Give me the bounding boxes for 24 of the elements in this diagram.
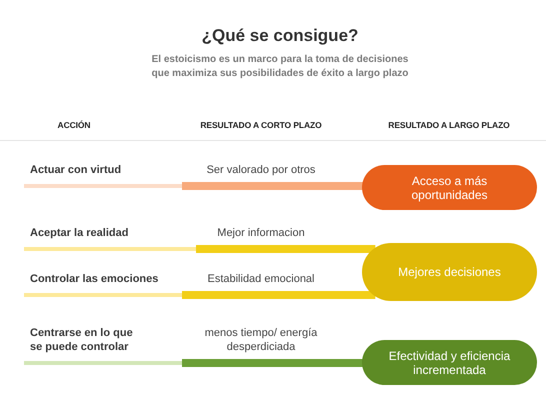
connector-bar bbox=[182, 291, 376, 299]
connector-bar bbox=[182, 182, 364, 190]
result-text: Ser valorado por otros bbox=[182, 163, 340, 189]
column-header: RESULTADO A LARGO PLAZO bbox=[388, 120, 510, 130]
subtitle: El estoicismo es un marco para la toma de decisiones que maximiza sus posibilidades de éxito a largo plazo bbox=[150, 53, 410, 81]
outcome-pill: Mejores decisiones bbox=[362, 243, 537, 301]
connector-bar bbox=[24, 247, 196, 251]
action-text: Centrarse en lo que se puede controlar bbox=[24, 326, 144, 366]
action-text: Actuar con virtud bbox=[24, 163, 122, 189]
connector-bar bbox=[24, 361, 182, 365]
outcome-pill: Efectividad y eficiencia incrementada bbox=[362, 340, 537, 385]
connector-bar bbox=[196, 245, 376, 253]
connector-bar bbox=[24, 293, 182, 297]
result-text: menos tiempo/ energía desperdiciada bbox=[182, 326, 340, 366]
connector-bar bbox=[24, 184, 182, 188]
column-header: ACCIÓN bbox=[58, 120, 90, 130]
result-text: Estabilidad emocional bbox=[182, 272, 340, 298]
column-header: RESULTADO A CORTO PLAZO bbox=[200, 120, 322, 130]
outcome-pill: Acceso a más oportunidades bbox=[362, 165, 537, 210]
connector-bar bbox=[182, 359, 364, 367]
action-text: Aceptar la realidad bbox=[24, 226, 128, 252]
title: ¿Qué se consigue? bbox=[202, 26, 358, 46]
result-text: Mejor informacion bbox=[196, 226, 326, 252]
action-text: Controlar las emociones bbox=[24, 272, 158, 298]
